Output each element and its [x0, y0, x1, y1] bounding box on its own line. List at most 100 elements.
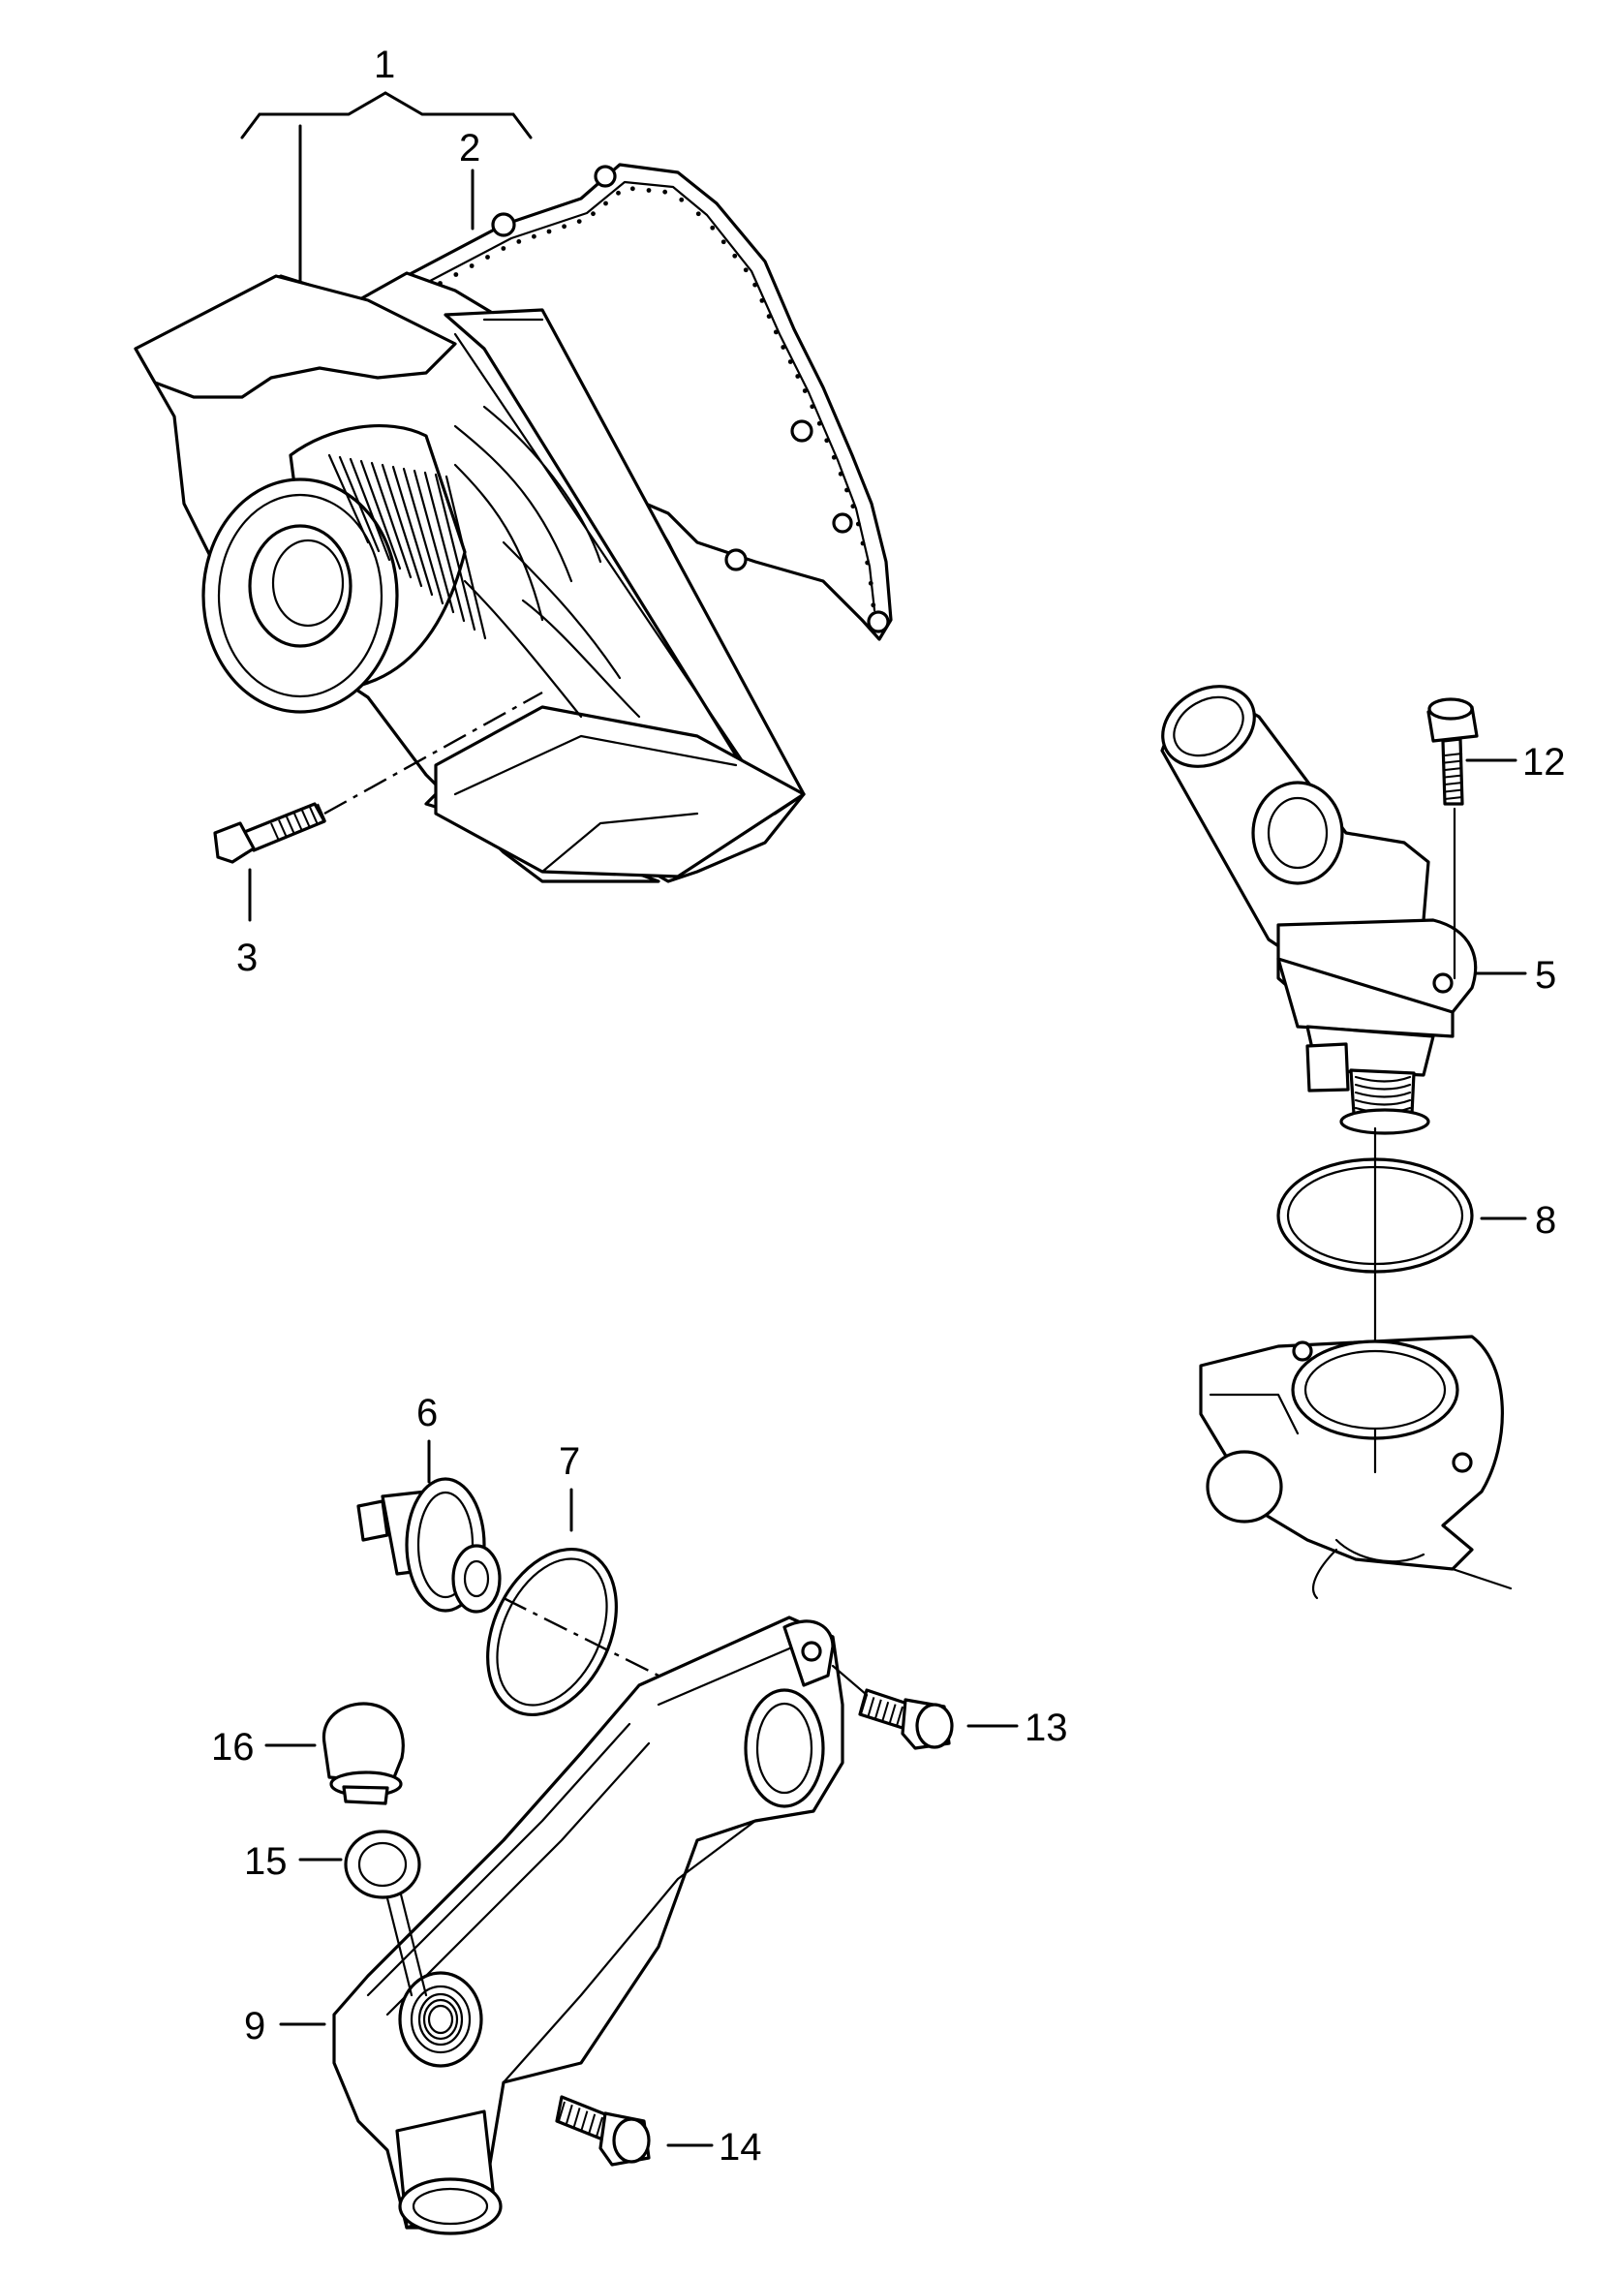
- thread-line: [1444, 788, 1463, 793]
- gasket-dot: [576, 219, 582, 225]
- gasket-dot: [695, 211, 701, 217]
- gasket-dot: [766, 314, 772, 320]
- gasket-dot: [603, 200, 608, 206]
- engine-block-port: [1199, 1335, 1513, 1600]
- gasket-dot: [501, 246, 506, 251]
- gasket-dot: [679, 197, 685, 202]
- gasket-dot: [824, 438, 830, 444]
- thread-line: [860, 1694, 868, 1715]
- pulley-tooth: [413, 469, 455, 614]
- bolt-12: [1426, 697, 1479, 980]
- pulley-tooth: [338, 455, 381, 553]
- impeller-ribs: [453, 405, 641, 719]
- thread-line: [873, 1699, 882, 1720]
- pulley-tooth: [327, 453, 370, 544]
- gasket-dot: [795, 374, 801, 379]
- callout-label-6: 6: [416, 1392, 438, 1434]
- callout-label-14: 14: [719, 2126, 762, 2169]
- pulley-tooth: [402, 467, 444, 605]
- thread-line: [1444, 753, 1463, 756]
- gasket-dot: [743, 267, 749, 273]
- gasket-dot: [855, 521, 861, 527]
- thread-line: [270, 822, 280, 842]
- plug-16: [322, 1702, 405, 1805]
- pump-pulley: [201, 424, 487, 714]
- temperature-sensor-6: [356, 1477, 502, 1614]
- spring-coil: [1354, 1098, 1412, 1106]
- callout-label-7: 7: [559, 1440, 580, 1483]
- thread-line: [1444, 782, 1463, 785]
- gasket-dot: [868, 580, 873, 586]
- coolant-pipe-assembly: [322, 1477, 954, 2235]
- gasket-dot: [662, 189, 668, 195]
- spring-coil: [1354, 1075, 1412, 1083]
- callout-label-2: 2: [459, 127, 480, 169]
- gasket-dot: [710, 225, 716, 231]
- gasket-dot: [516, 239, 522, 244]
- callout-label-16: 16: [211, 1726, 255, 1769]
- gasket-dot: [831, 454, 837, 460]
- thread-line: [896, 1706, 904, 1727]
- thread-line: [580, 2110, 589, 2131]
- bolt-14: [555, 2095, 651, 2167]
- pulley-tooth: [349, 457, 391, 562]
- gasket-dot: [816, 420, 822, 426]
- pulley-tooth: [370, 461, 413, 579]
- pulley-tooth: [359, 459, 402, 570]
- port-thread-ring: [427, 2004, 454, 2035]
- spring-coil: [1354, 1091, 1412, 1098]
- thread-line: [588, 2113, 597, 2135]
- callout-label-5: 5: [1535, 954, 1556, 997]
- spring-coil: [1354, 1083, 1412, 1091]
- gasket-dot: [802, 388, 808, 393]
- gasket-dot: [732, 253, 738, 259]
- thread-line: [309, 806, 319, 825]
- thermostat-housing-group: [1160, 685, 1513, 1600]
- port-thread-ring: [417, 1992, 464, 2047]
- gasket-dot: [453, 272, 459, 277]
- gasket-dot: [720, 239, 726, 245]
- thread-line: [596, 2116, 603, 2138]
- gasket-dot: [850, 504, 856, 509]
- port-thread-ring: [422, 1998, 459, 2041]
- thread-line: [278, 819, 288, 839]
- gasket-dot: [773, 329, 779, 335]
- thread-line: [565, 2104, 573, 2125]
- callout-label-8: 8: [1535, 1199, 1556, 1242]
- thread-line: [286, 816, 295, 835]
- gasket-dot: [646, 188, 652, 193]
- bolt-3: [213, 802, 326, 864]
- thread-line: [572, 2108, 581, 2128]
- gasket-dot: [871, 602, 876, 608]
- thread-line: [867, 1697, 875, 1717]
- callout-label-3: 3: [236, 937, 258, 979]
- pulley-tooth: [444, 475, 487, 640]
- gasket-dot: [759, 297, 765, 303]
- gasket-dot: [860, 540, 866, 546]
- gasket-holes: [491, 165, 890, 633]
- thread-line: [317, 803, 326, 822]
- thread-line: [558, 2101, 566, 2122]
- thread-line: [888, 1704, 897, 1724]
- callout-label-12: 12: [1522, 741, 1566, 784]
- pulley-tooth: [381, 463, 423, 588]
- gasket-dot: [844, 487, 849, 493]
- pulley-tooth: [434, 473, 476, 631]
- thread-line: [293, 813, 303, 832]
- gasket-dot: [629, 186, 635, 192]
- gasket-dot: [562, 224, 567, 230]
- callout-label-9: 9: [244, 2005, 265, 2047]
- gasket-dot: [485, 255, 490, 260]
- gasket-dot: [865, 560, 871, 566]
- thread-line: [1444, 767, 1463, 771]
- bolt-13: [858, 1688, 954, 1750]
- callout-label-15: 15: [244, 1840, 288, 1883]
- gasket-dot: [781, 345, 786, 350]
- callout-label-13: 13: [1025, 1707, 1068, 1749]
- gasket-dot: [838, 471, 843, 477]
- thread-line: [881, 1701, 890, 1722]
- thread-line: [301, 810, 311, 829]
- gasket-dot: [616, 190, 621, 196]
- callout-label-1: 1: [374, 44, 395, 86]
